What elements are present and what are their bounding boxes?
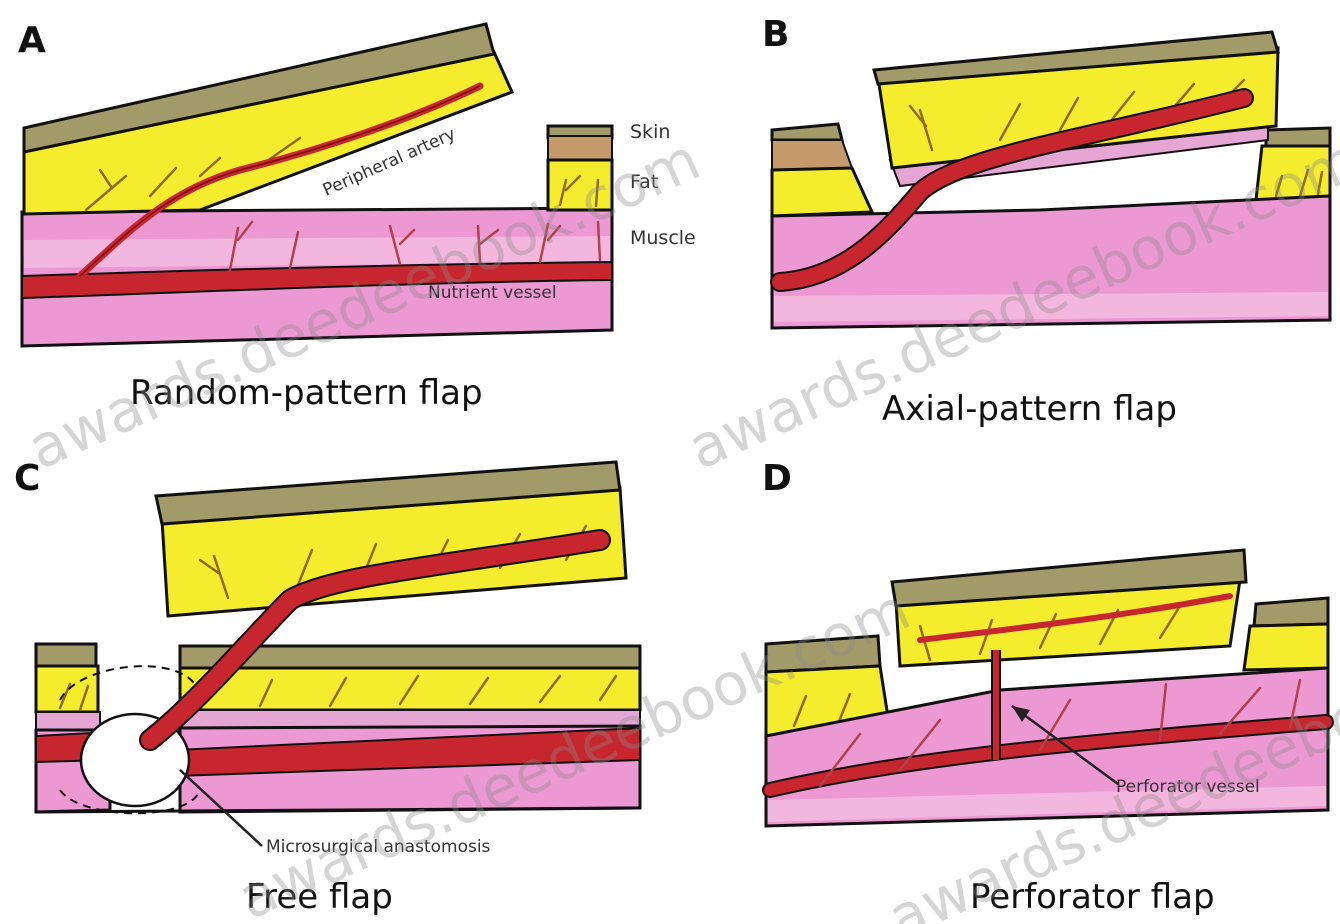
- panel-b-caption: Axial-pattern flap: [882, 389, 1177, 429]
- panel-b-letter: B: [762, 14, 789, 55]
- panel-a-muscle-label: Muscle: [630, 227, 696, 249]
- panel-d-letter: D: [762, 458, 792, 499]
- panel-a-letter: A: [18, 20, 46, 61]
